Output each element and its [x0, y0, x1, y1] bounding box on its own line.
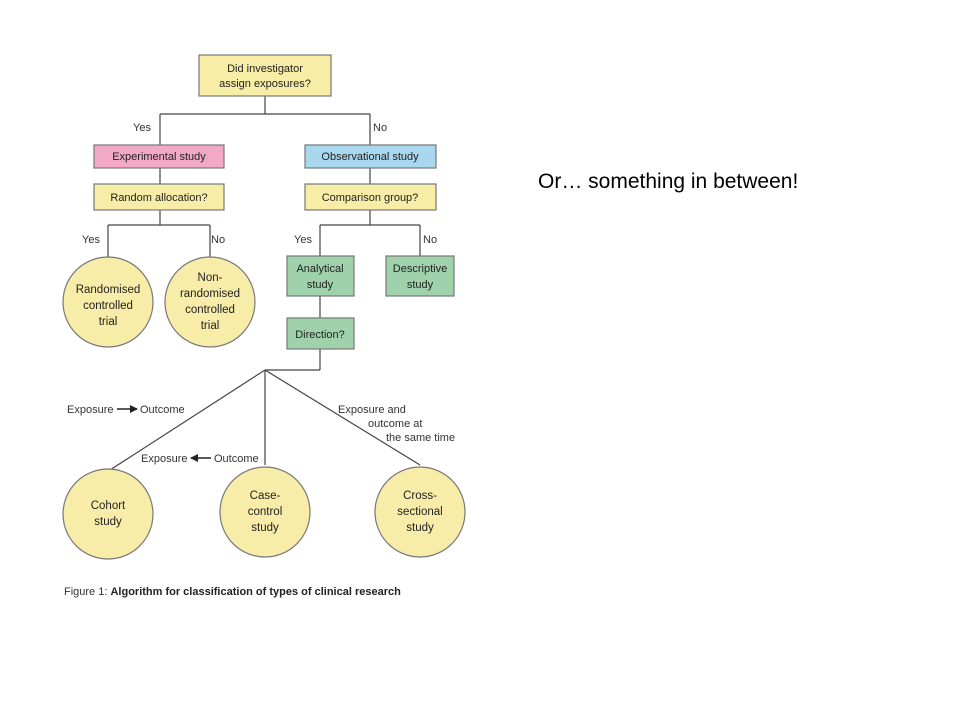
- descriptive-study-box: Descriptive study: [385, 255, 455, 297]
- rct-line1: Randomised: [76, 284, 141, 296]
- cohort-line2: study: [94, 516, 122, 528]
- nonrandomised-line4: trial: [201, 320, 220, 332]
- edge-labels: Yes No Yes No Yes No Exposure Outcome Ex…: [67, 122, 455, 465]
- random-no-label: No: [211, 234, 225, 246]
- comparison-yes-label: Yes: [294, 234, 312, 246]
- root-yes-label: Yes: [133, 122, 151, 134]
- cohort-circle: Cohort study: [62, 468, 154, 560]
- root-question-line2: assign exposures?: [219, 78, 311, 90]
- case-control-circle: Case- control study: [219, 466, 311, 558]
- connector-lines: [107, 96, 421, 471]
- nonrandomised-line2: randomised: [180, 288, 240, 300]
- comparison-group-box: Comparison group?: [304, 183, 437, 211]
- cross-label-line2: outcome at: [368, 418, 422, 430]
- case-control-line2: control: [248, 506, 283, 518]
- random-yes-label: Yes: [82, 234, 100, 246]
- cross-sectional-line3: study: [406, 522, 434, 534]
- experimental-study-box: Experimental study: [93, 144, 225, 169]
- caption-title: Algorithm for classification of types of…: [110, 586, 401, 598]
- cross-label-line3: the same time: [386, 432, 455, 444]
- analytical-study-box: Analytical study: [286, 255, 355, 297]
- nonrandomised-line3: controlled: [185, 304, 235, 316]
- comparison-group-label: Comparison group?: [322, 192, 419, 204]
- direction-label: Direction?: [295, 329, 345, 341]
- comparison-no-label: No: [423, 234, 437, 246]
- root-question-box: Did investigator assign exposures?: [198, 54, 332, 97]
- rct-circle: Randomised controlled trial: [62, 256, 154, 348]
- rct-line3: trial: [99, 316, 118, 328]
- cohort-outcome-label: Outcome: [140, 404, 185, 416]
- direction-box: Direction?: [286, 317, 355, 350]
- case-control-line1: Case-: [250, 490, 281, 502]
- cross-label-line1: Exposure and: [338, 404, 406, 416]
- side-note-text: Or… something in between!: [538, 170, 799, 193]
- figure-caption: Figure 1: Algorithm for classification o…: [64, 584, 444, 600]
- cross-sectional-circle: Cross- sectional study: [374, 466, 466, 558]
- nonrandomised-circle: Non- randomised controlled trial: [164, 256, 256, 348]
- analytical-study-line2: study: [307, 279, 334, 291]
- cross-sectional-line2: sectional: [397, 506, 442, 518]
- case-outcome-label: Outcome: [214, 453, 259, 465]
- root-no-label: No: [373, 122, 387, 134]
- random-allocation-box: Random allocation?: [93, 183, 225, 211]
- cross-sectional-line1: Cross-: [403, 490, 437, 502]
- nonrandomised-line1: Non-: [198, 272, 223, 284]
- observational-study-label: Observational study: [321, 151, 419, 163]
- case-exposure-label: Exposure: [141, 453, 187, 465]
- observational-study-box: Observational study: [304, 144, 437, 169]
- case-control-line3: study: [251, 522, 279, 534]
- rct-line2: controlled: [83, 300, 133, 312]
- cohort-line1: Cohort: [91, 500, 126, 512]
- descriptive-study-line2: study: [407, 279, 434, 291]
- descriptive-study-line1: Descriptive: [393, 263, 447, 275]
- caption-prefix: Figure 1:: [64, 586, 111, 598]
- experimental-study-label: Experimental study: [112, 151, 206, 163]
- random-allocation-label: Random allocation?: [110, 192, 207, 204]
- analytical-study-line1: Analytical: [296, 263, 343, 275]
- cohort-exposure-label: Exposure: [67, 404, 113, 416]
- root-question-line1: Did investigator: [227, 63, 303, 75]
- direction-arrows: [117, 405, 211, 462]
